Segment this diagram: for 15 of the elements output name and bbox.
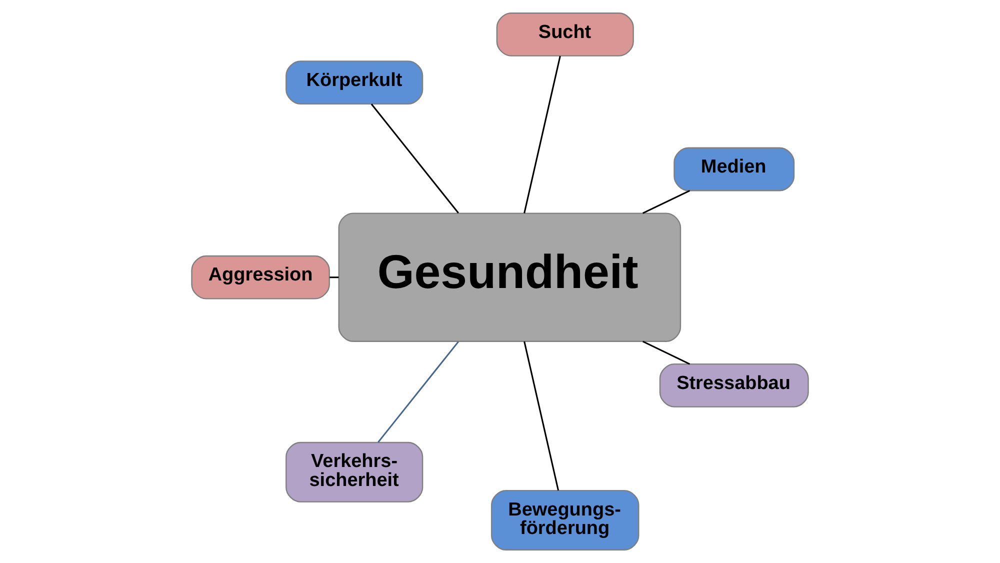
node-box: Gesundheit [338, 212, 682, 342]
connector [524, 56, 561, 214]
connector [330, 276, 339, 278]
node-box: Stressabbau [659, 364, 809, 408]
node-box: Körperkult [286, 60, 424, 105]
node-box: Verkehrs- sicherheit [286, 442, 424, 502]
connector [370, 104, 459, 214]
connector [524, 341, 560, 491]
connector [378, 341, 459, 443]
node-box: Aggression [191, 255, 330, 300]
connector [642, 190, 690, 214]
connector [642, 340, 690, 365]
node-box: Medien [674, 147, 795, 192]
node-box: Bewegungs- förderung [490, 490, 640, 550]
node-box: Sucht [496, 12, 634, 56]
